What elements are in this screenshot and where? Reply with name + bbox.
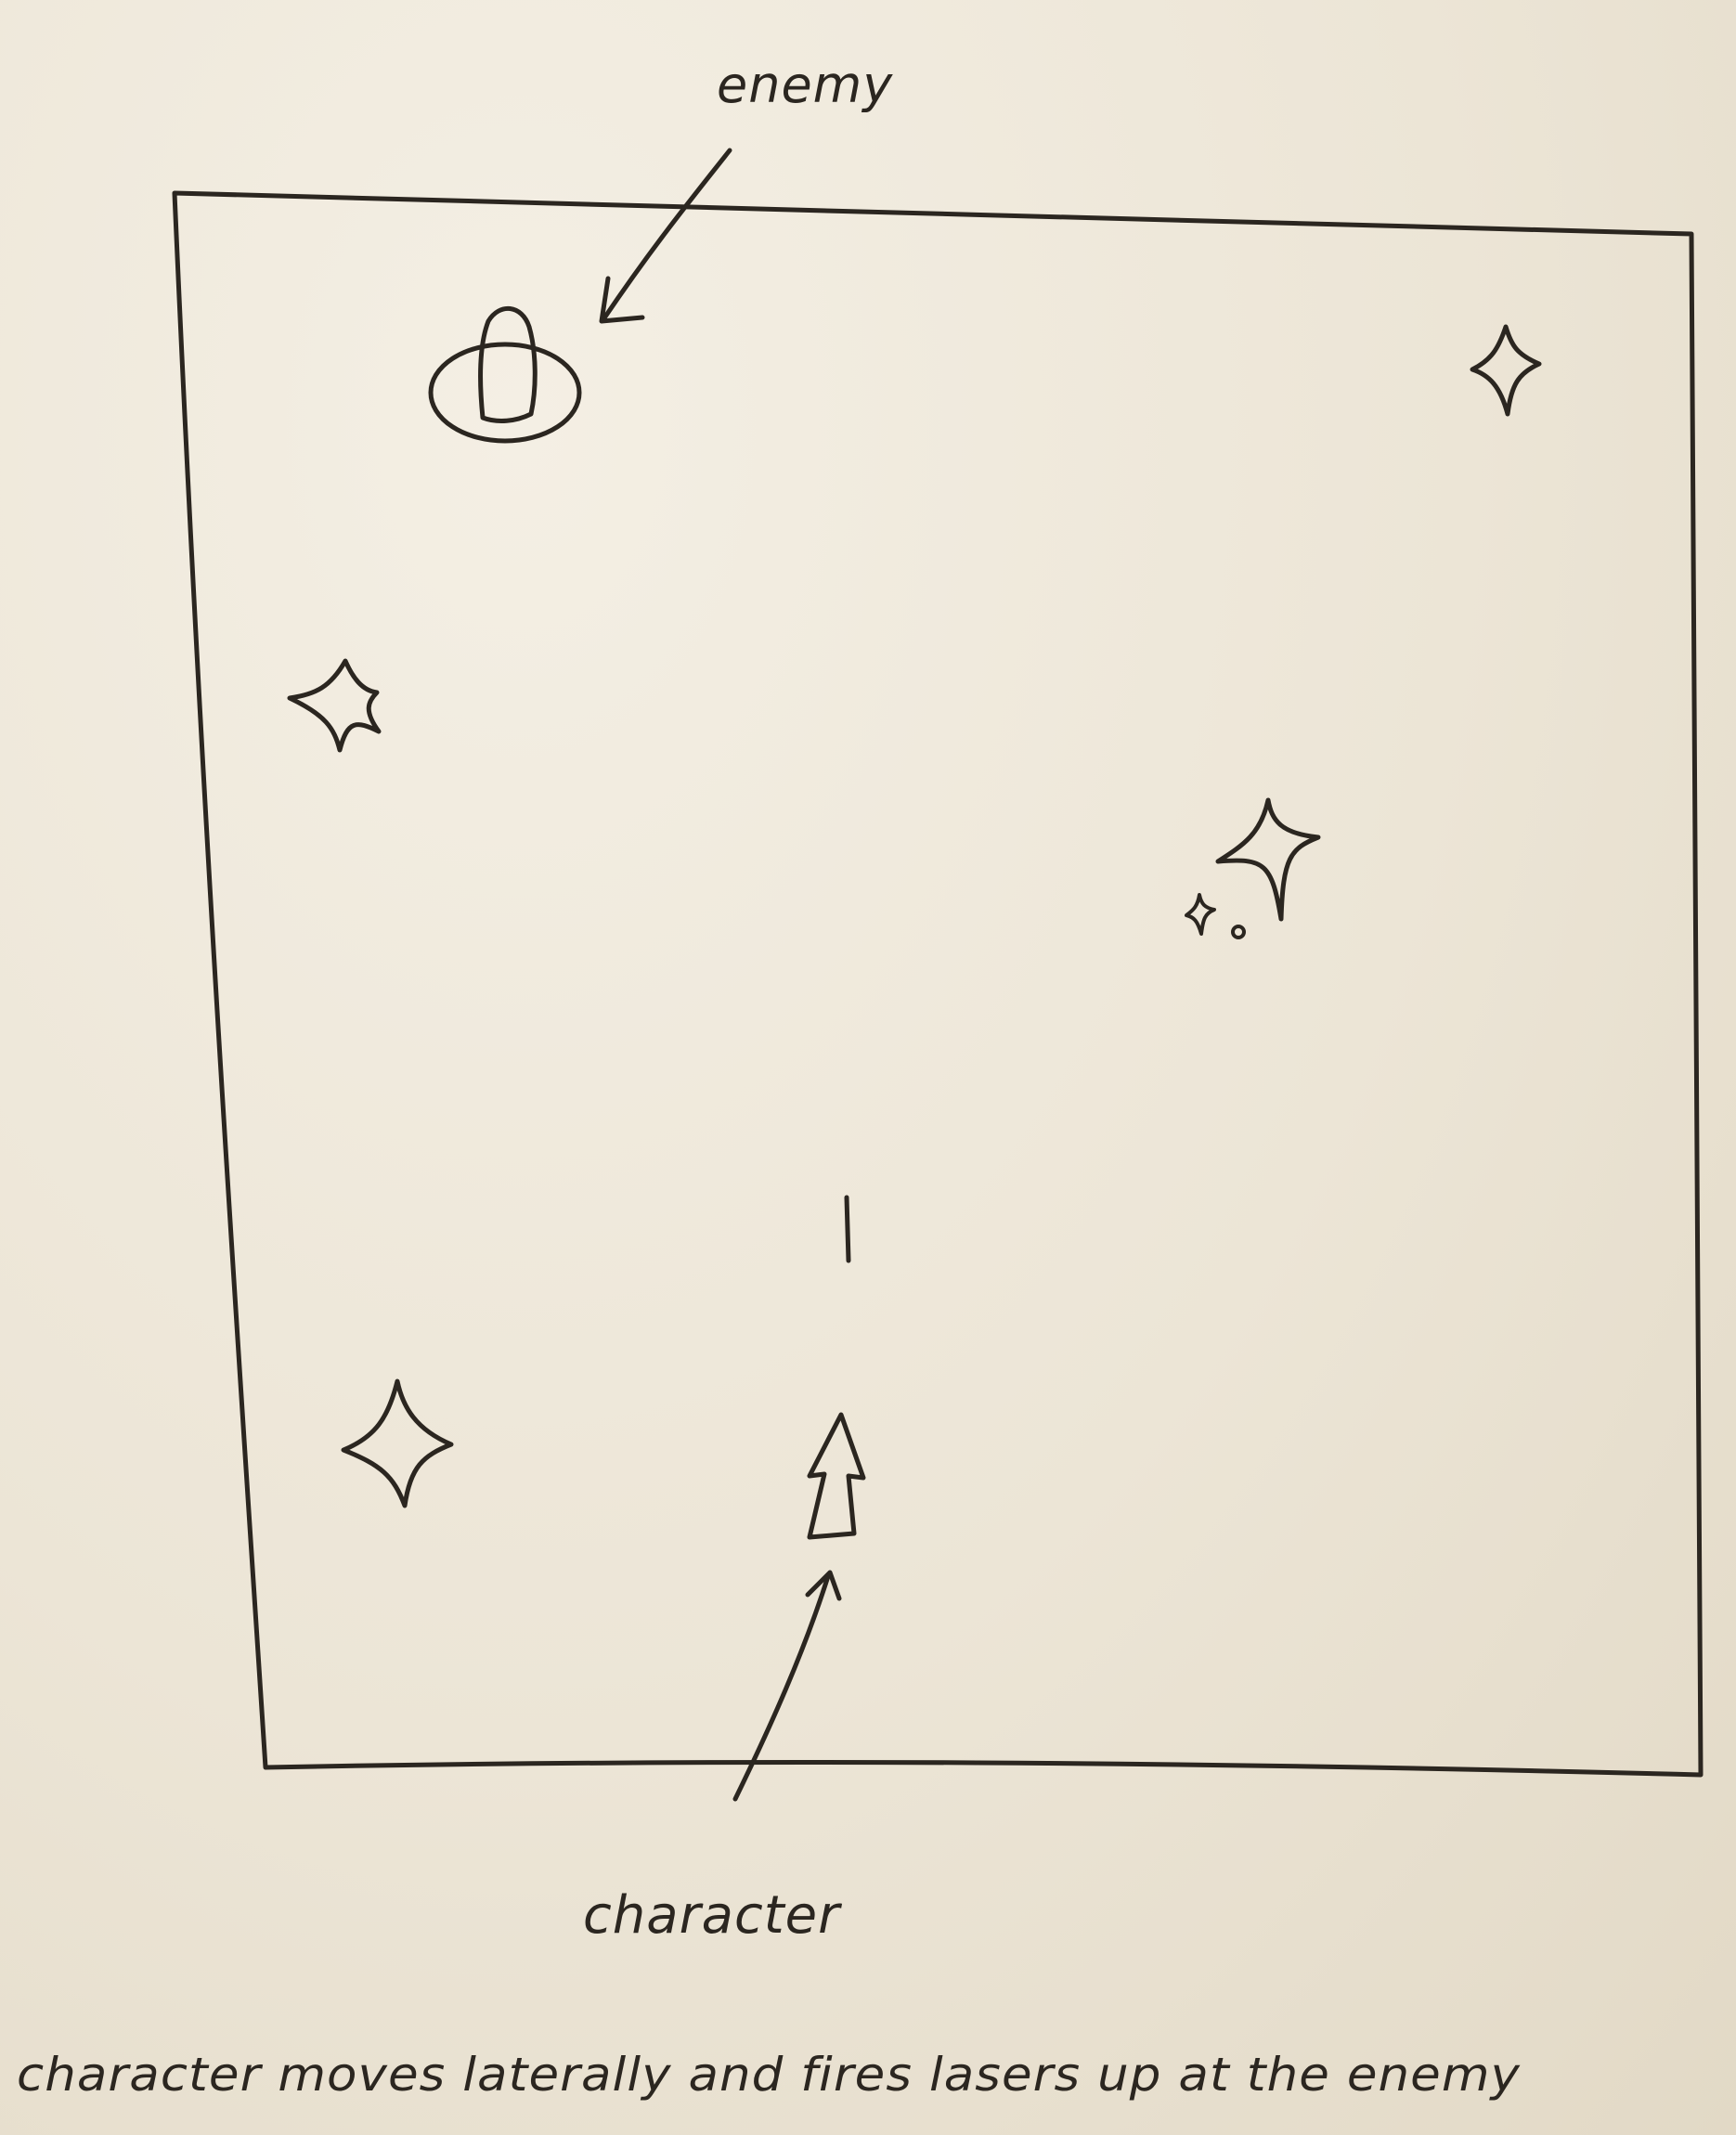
star-icon [341, 1378, 454, 1508]
enemy-label: enemy [717, 56, 893, 114]
caption-text: character moves laterally and fires lase… [17, 2048, 1521, 2102]
star-icon [1185, 893, 1216, 936]
star-icon [1470, 324, 1542, 417]
game-field-frame [172, 190, 1704, 1778]
star-icon [1231, 925, 1246, 939]
star-icon [287, 658, 382, 753]
character-arrow-icon [732, 1570, 842, 1802]
character-label: character [583, 1885, 842, 1946]
star-icon [1215, 797, 1321, 922]
player-ship-icon [807, 1412, 866, 1540]
enemy-ship-icon [428, 305, 582, 444]
enemy-arrow-icon [599, 148, 732, 324]
laser-icon [844, 1195, 851, 1263]
